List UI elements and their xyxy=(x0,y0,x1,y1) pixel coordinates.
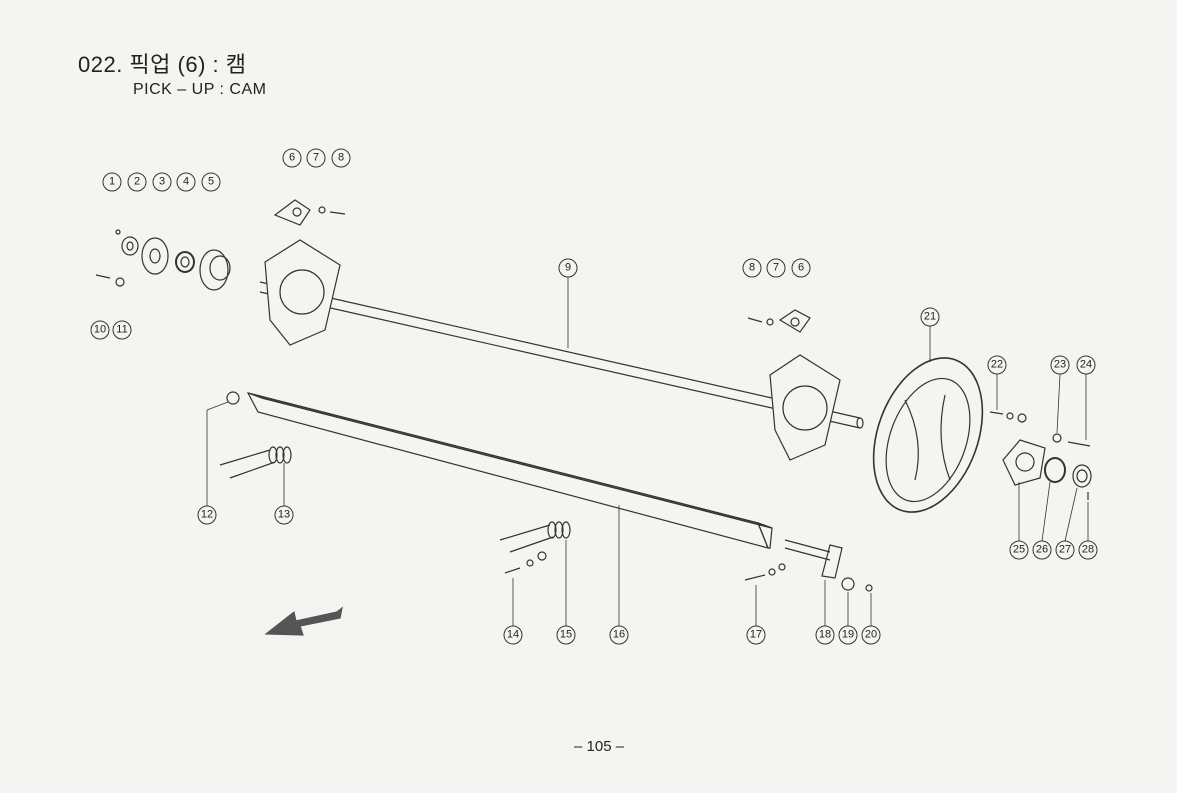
part-callout: 9 xyxy=(558,258,578,278)
part-callout: 19 xyxy=(838,625,858,645)
part-callout: 8 xyxy=(742,258,762,278)
cam-ring xyxy=(872,357,984,513)
part-callout: 16 xyxy=(609,625,629,645)
bearing-assembly-left xyxy=(95,229,231,291)
part-callout: 11 xyxy=(112,320,132,340)
part-callout: 13 xyxy=(274,505,294,525)
part-callout: 3 xyxy=(152,172,172,192)
part-callout: 7 xyxy=(306,148,326,168)
part-callout: 12 xyxy=(197,505,217,525)
spring-center xyxy=(499,521,571,574)
part-callout: 18 xyxy=(815,625,835,645)
right-mounting-plate xyxy=(769,354,841,461)
part-callout: 8 xyxy=(331,148,351,168)
crank-arm xyxy=(744,539,873,592)
bracket-top xyxy=(273,199,346,226)
part-callout: 6 xyxy=(282,148,302,168)
bracket-right xyxy=(747,309,811,333)
part-callout: 15 xyxy=(556,625,576,645)
spring-left xyxy=(219,446,292,479)
part-callout: 6 xyxy=(791,258,811,278)
square-tube xyxy=(246,392,773,549)
washer xyxy=(226,391,240,405)
part-callout: 22 xyxy=(987,355,1007,375)
part-callout: 4 xyxy=(176,172,196,192)
part-callout: 23 xyxy=(1050,355,1070,375)
part-callout: 5 xyxy=(201,172,221,192)
part-callout: 10 xyxy=(90,320,110,340)
part-callout: 28 xyxy=(1078,540,1098,560)
right-plate-hub xyxy=(782,385,828,431)
part-callout: 27 xyxy=(1055,540,1075,560)
part-callout: 24 xyxy=(1076,355,1096,375)
page-title: 022. 픽업 (6) : 캠 xyxy=(78,52,247,77)
left-plate-hub xyxy=(279,269,325,315)
left-mounting-plate xyxy=(264,239,341,346)
part-callout: 26 xyxy=(1032,540,1052,560)
part-callout: 25 xyxy=(1009,540,1029,560)
direction-arrow xyxy=(264,606,343,636)
shaft xyxy=(259,281,864,429)
part-callout: 7 xyxy=(766,258,786,278)
part-callout: 2 xyxy=(127,172,147,192)
part-callout: 1 xyxy=(102,172,122,192)
part-callout: 20 xyxy=(861,625,881,645)
part-callout: 14 xyxy=(503,625,523,645)
leader-lines xyxy=(206,277,1089,626)
page-number: – 105 – xyxy=(574,738,625,755)
part-callout: 21 xyxy=(920,307,940,327)
part-callout: 17 xyxy=(746,625,766,645)
page-subtitle: PICK – UP : CAM xyxy=(133,81,267,98)
cam-hardware xyxy=(989,411,1092,500)
